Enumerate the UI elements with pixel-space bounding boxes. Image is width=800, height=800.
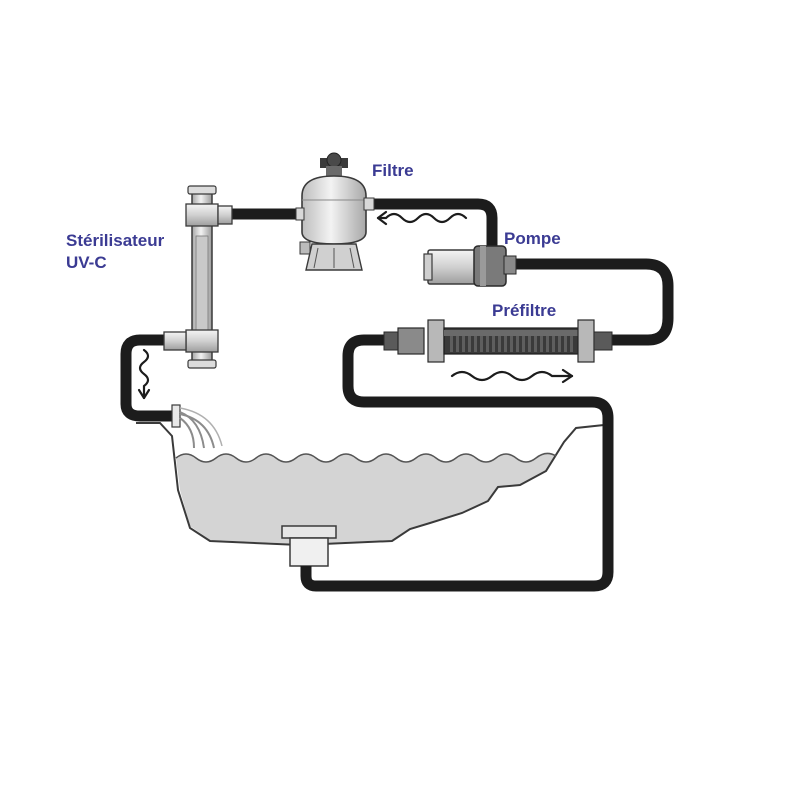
prefilter-ribs [450,336,573,352]
prefilter-rib [450,336,453,352]
pump [423,245,517,287]
pipe-drain-return [300,334,614,592]
label-prefiltre: Préfiltre [492,301,557,320]
pool-wall [136,422,605,547]
prefilter-rib [570,336,573,352]
prefilter-rib [516,336,519,352]
prefilter-rib [456,336,459,352]
prefilter-rib [546,336,549,352]
prefilter-rib [540,336,543,352]
water-surface [175,452,557,463]
prefilter-rib [522,336,525,352]
pipe-pump-to-filter [364,198,498,248]
prefilter-rib [480,336,483,352]
pipe-prefilter-to-pump [512,258,674,346]
pool-basin [136,422,605,567]
prefilter-rib [486,336,489,352]
prefilter-rib [492,336,495,352]
label-sterilisateur-line2: UV-C [66,253,107,272]
prefilter-rib [558,336,561,352]
prefilter-rib [468,336,471,352]
prefilter-rib [534,336,537,352]
sand-filter [295,152,375,271]
wavy-arrow-icon [376,210,468,226]
label-filtre: Filtre [372,161,414,180]
prefilter-rib [504,336,507,352]
prefilter-rib [474,336,477,352]
label-sterilisateur-line1: Stérilisateur [66,231,165,250]
pipe-uv-to-pool [120,334,176,422]
wavy-arrow-icon [137,348,151,400]
pipe-network [120,198,674,592]
label-pompe: Pompe [504,229,561,248]
prefilter [383,319,613,363]
pool-water [176,453,556,544]
label-sterilisateur-uvc: Stérilisateur UV-C [66,230,164,274]
prefilter-rib [510,336,513,352]
return-nozzle [171,404,223,449]
prefilter-rib [564,336,567,352]
prefilter-rib [528,336,531,352]
uv-sterilizer [163,185,233,369]
wavy-arrow-icon [450,368,574,384]
prefilter-rib [552,336,555,352]
prefilter-rib [498,336,501,352]
prefilter-rib [462,336,465,352]
drain-fitting [281,525,337,567]
